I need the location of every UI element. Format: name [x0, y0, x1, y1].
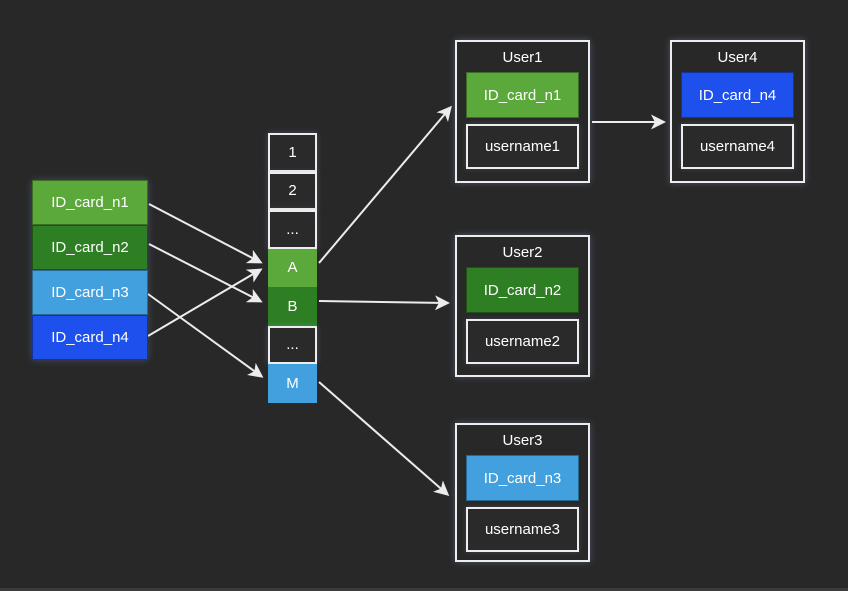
id-card-stack: ID_card_n1 ID_card_n2 ID_card_n3 ID_card… — [32, 180, 148, 360]
hash-bucket-column: 1 2 ... A B ... M — [268, 133, 317, 403]
arrow-bucket-m-to-user3 — [318, 381, 450, 496]
user1-username: username1 — [466, 124, 579, 169]
arrow-bucket-a-to-user1 — [318, 105, 452, 264]
user-box-user2: User2 ID_card_n2 username2 — [455, 235, 590, 377]
user2-id-card: ID_card_n2 — [466, 267, 579, 313]
user-box-user3: User3 ID_card_n3 username3 — [455, 423, 590, 562]
user3-username: username3 — [466, 507, 579, 552]
user4-username: username4 — [681, 124, 794, 169]
bucket-1: 1 — [268, 133, 317, 172]
user2-title: User2 — [502, 243, 543, 261]
id-card-n4: ID_card_n4 — [32, 315, 148, 360]
user-box-user4: User4 ID_card_n4 username4 — [670, 40, 805, 183]
arrow-id-card-n3-to-bucket-m — [147, 293, 264, 378]
arrow-id-card-n2-to-bucket-b — [148, 243, 263, 303]
window-bottom-edge — [0, 588, 848, 591]
user3-title: User3 — [502, 431, 543, 449]
user4-id-card: ID_card_n4 — [681, 72, 794, 118]
bucket-2: 2 — [268, 171, 317, 210]
bucket-m: M — [268, 364, 317, 403]
bucket-ellipsis-bottom: ... — [268, 325, 317, 364]
id-card-n1: ID_card_n1 — [32, 180, 148, 225]
arrow-id-card-n4-to-bucket-a — [147, 268, 263, 337]
id-card-n2: ID_card_n2 — [32, 225, 148, 270]
arrow-id-card-n1-to-bucket-a — [148, 203, 263, 264]
bucket-a: A — [268, 248, 317, 287]
id-card-n3: ID_card_n3 — [32, 270, 148, 315]
user-box-user1: User1 ID_card_n1 username1 — [455, 40, 590, 183]
user2-username: username2 — [466, 319, 579, 364]
user4-title: User4 — [717, 48, 758, 66]
bucket-ellipsis-top: ... — [268, 210, 317, 249]
bucket-b: B — [268, 287, 317, 326]
arrow-bucket-b-to-user2 — [318, 295, 450, 311]
user1-title: User1 — [502, 48, 543, 66]
user3-id-card: ID_card_n3 — [466, 455, 579, 501]
user1-id-card: ID_card_n1 — [466, 72, 579, 118]
